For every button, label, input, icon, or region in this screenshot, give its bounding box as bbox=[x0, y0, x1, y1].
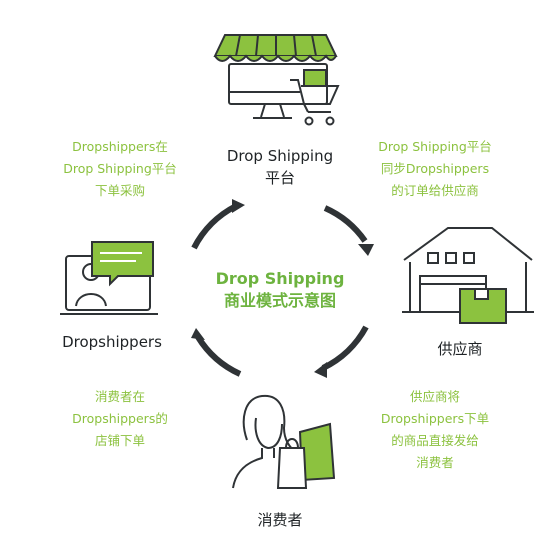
arc-top-left bbox=[191, 203, 238, 250]
cycle-arrows bbox=[191, 203, 369, 377]
step-bottom-left: 消费者在 Dropshippers的 店铺下单 bbox=[72, 389, 168, 448]
consumer-node-label: 消费者 bbox=[257, 511, 303, 529]
arrowhead-top-left bbox=[232, 199, 245, 213]
arc-bottom-right bbox=[321, 325, 369, 371]
diagram-title-line1: Drop Shipping bbox=[215, 269, 345, 288]
cycle-arrowheads bbox=[191, 199, 374, 378]
step-top-right: Drop Shipping平台 同步Dropshippers 的订单给供应商 bbox=[378, 139, 492, 198]
diagram-title-line2: 商业模式示意图 bbox=[223, 291, 336, 310]
arc-top-right bbox=[323, 205, 368, 243]
supplier-node-label: 供应商 bbox=[437, 340, 483, 358]
warehouse-box-icon bbox=[402, 227, 534, 324]
diagram-title: Drop Shipping 商业模式示意图 bbox=[200, 268, 360, 312]
arrowhead-bottom-left bbox=[191, 328, 205, 340]
arrowhead-bottom-right bbox=[314, 362, 327, 378]
step-top-left: Dropshippers在 Drop Shipping平台 下单采购 bbox=[63, 139, 177, 198]
platform-label-line2: 平台 bbox=[264, 169, 295, 187]
arrowhead-top-right bbox=[358, 244, 374, 256]
platform-label-line1: Drop Shipping bbox=[226, 147, 334, 165]
laptop-user-chat-icon bbox=[60, 241, 158, 315]
woman-shopping-bag-icon bbox=[232, 394, 336, 489]
platform-node-label: Drop Shipping 平台 bbox=[200, 145, 360, 189]
step-bottom-right: 供应商将 Dropshippers下单 的商品直接发给 消费者 bbox=[380, 389, 490, 470]
dropshippers-node-label: Dropshippers bbox=[62, 333, 162, 351]
storefront-monitor-cart-icon bbox=[213, 34, 340, 126]
arc-bottom-left bbox=[195, 335, 242, 377]
